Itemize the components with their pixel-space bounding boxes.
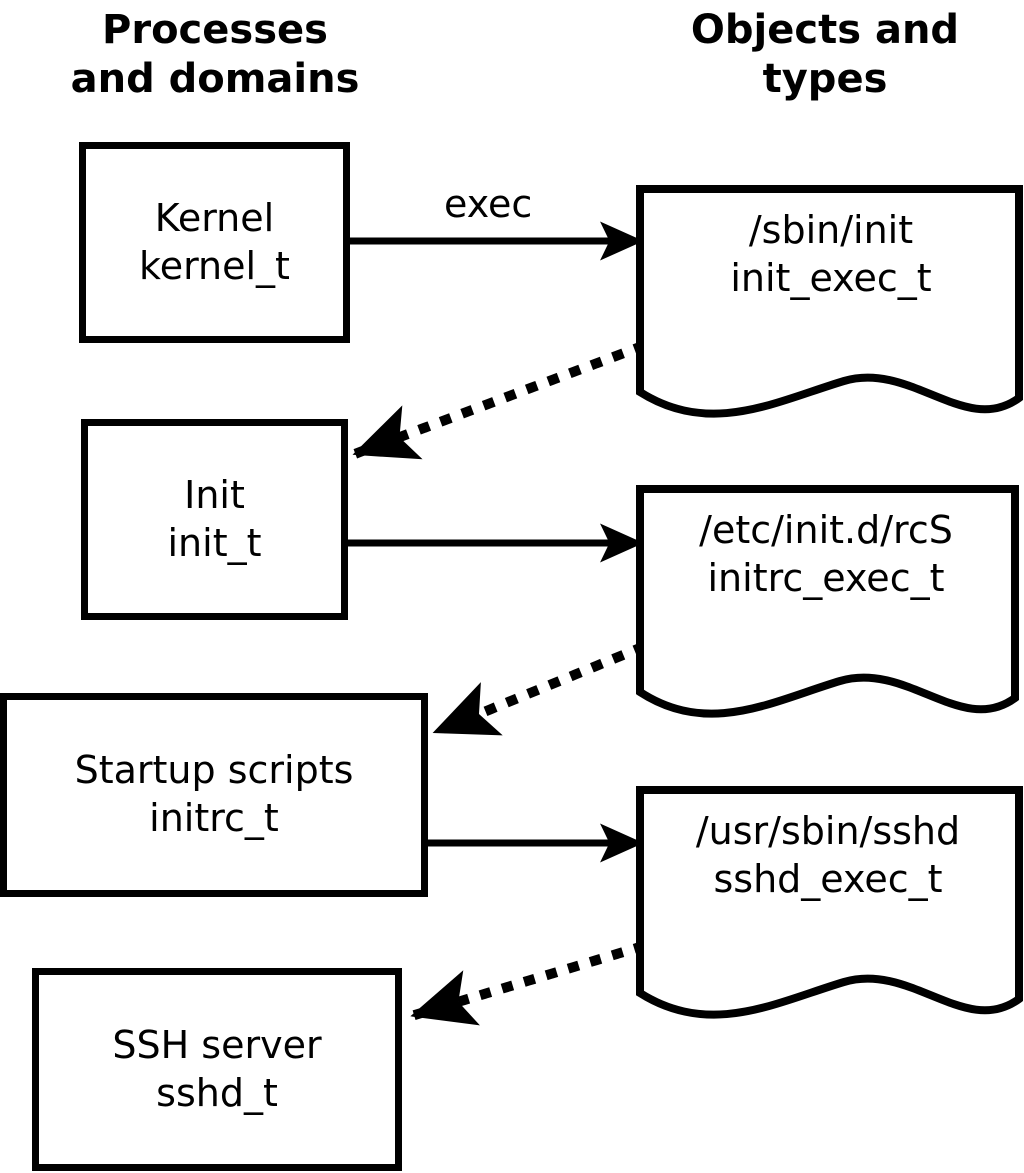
process-node-initrc[interactable]: Startup scripts initrc_t [0,693,428,897]
object-node-initrc-exec[interactable]: /etc/init.d/rcS initrc_exec_t [636,485,1024,730]
object-node-init-exec[interactable]: /sbin/init init_exec_t [636,185,1024,430]
process-node-init[interactable]: Init init_t [81,419,348,620]
process-node-kernel[interactable]: Kernel kernel_t [79,142,350,343]
process-node-kernel-title: Kernel [154,195,275,240]
edge-sshd-exec-to-sshd [410,940,647,1026]
process-node-sshd-title: SSH server [112,1022,322,1067]
process-node-sshd[interactable]: SSH server sshd_t [32,968,402,1171]
process-node-sshd-type: sshd_t [156,1070,278,1115]
process-node-initrc-title: Startup scripts [74,748,354,793]
process-node-kernel-type: kernel_t [139,243,290,288]
object-node-sshd-exec[interactable]: /usr/sbin/sshd sshd_exec_t [636,786,1024,1031]
process-node-initrc-type: initrc_t [149,796,279,840]
column-header-processes: Processes and domains [70,7,360,102]
edge-init-exec-to-init [352,340,647,460]
process-node-init-type: init_t [167,520,262,565]
edge-label-exec: exec [444,182,533,226]
column-header-objects: Objects and types [690,7,960,102]
process-node-init-title: Init [184,472,245,517]
edge-initrc-exec-to-initrc [432,641,647,737]
